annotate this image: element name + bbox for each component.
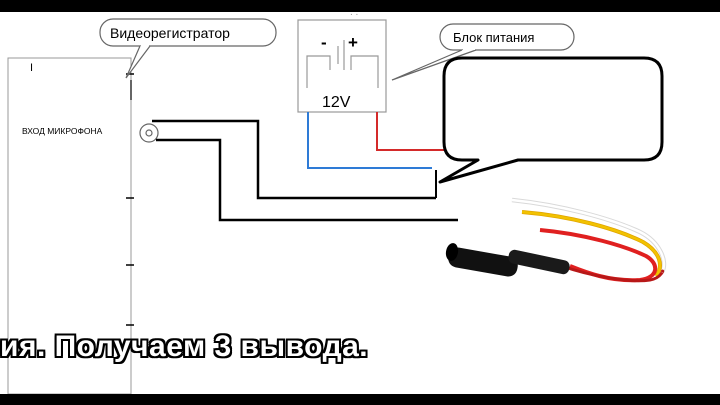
power-supply-label: Блок питания bbox=[453, 30, 534, 45]
signal-wire-upper bbox=[152, 119, 436, 200]
voltage-label: 12V bbox=[322, 94, 351, 111]
plus-sign: + bbox=[348, 33, 358, 52]
video-subtitle: ия. Получаем 3 вывода. bbox=[0, 330, 369, 363]
letterbox-bottom bbox=[0, 394, 720, 405]
dvr-callout bbox=[99, 18, 277, 79]
minus-sign: - bbox=[321, 33, 327, 52]
dvr-marker: I bbox=[30, 62, 33, 74]
negative-wire bbox=[307, 112, 432, 169]
microphone-module bbox=[445, 197, 667, 283]
empty-speech-bubble bbox=[438, 56, 664, 184]
mic-input-label: ВХОД МИКРОФОНА bbox=[22, 126, 103, 136]
signal-wire-lower bbox=[156, 138, 458, 222]
power-top-dots: . . bbox=[350, 7, 358, 18]
positive-wire bbox=[376, 112, 444, 151]
letterbox-top bbox=[0, 0, 720, 12]
dvr-label: Видеорегистратор bbox=[110, 25, 230, 41]
power-supply-box bbox=[297, 19, 387, 113]
dvr-edge-ticks bbox=[126, 73, 134, 326]
